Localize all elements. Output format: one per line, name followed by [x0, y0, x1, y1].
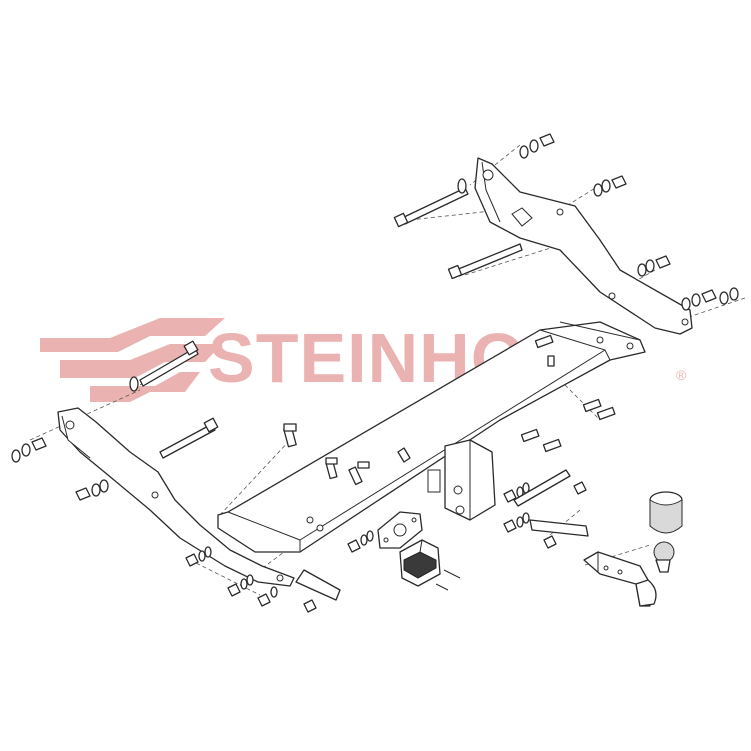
small-plates: [295, 447, 589, 601]
nut-washer-set: [185, 546, 212, 567]
long-bolt: [393, 187, 469, 228]
short-bolt: [283, 423, 297, 448]
nut-washer-set: [75, 479, 109, 501]
mounting-strap: [513, 469, 571, 507]
left-mounting-bracket: [57, 407, 295, 587]
long-bolt: [159, 417, 219, 459]
registered-mark: ®: [676, 367, 687, 383]
nut-washer-set: [11, 437, 47, 463]
nut-washer-set: [573, 481, 587, 495]
mounting-strap: [295, 569, 341, 601]
nut-washer-set: [503, 512, 530, 533]
short-bolt: [547, 355, 555, 367]
mounting-strap: [529, 519, 589, 537]
nut-washer-set: [257, 586, 278, 607]
bracket-clip: [397, 447, 411, 463]
nut-washer-set: [227, 574, 254, 597]
short-bolt: [520, 428, 540, 443]
long-bolt: [447, 243, 523, 280]
long-bolt: [139, 340, 199, 387]
steinhof-logo-mark: [40, 318, 225, 402]
nut-washer-set: [637, 255, 671, 277]
nut-washer-set: [681, 287, 739, 311]
washer: [129, 376, 139, 392]
short-bolts: [283, 334, 616, 486]
short-bolt: [596, 406, 616, 421]
right-mounting-bracket: [474, 157, 693, 335]
nuts-and-washers: [11, 133, 739, 613]
tow-ball-cover: [649, 491, 683, 534]
nut-washer-set: [593, 175, 627, 197]
long-bolts: [139, 187, 523, 459]
nut-washer-set: [347, 530, 374, 553]
electric-socket-plate: [377, 511, 423, 549]
short-bolt: [348, 461, 370, 486]
nut-washer-set: [519, 133, 555, 159]
nut-washer-set: [503, 482, 530, 503]
short-bolt: [582, 398, 602, 413]
electric-socket: [399, 539, 461, 591]
short-bolt: [534, 334, 554, 349]
short-bolt: [325, 457, 338, 480]
tow-ball-arm: [583, 541, 675, 607]
washer: [457, 178, 467, 194]
nut-washer-set: [543, 535, 557, 549]
main-crossbar: [217, 321, 646, 553]
short-bolt: [542, 438, 562, 453]
nut-washer-set: [303, 599, 317, 613]
